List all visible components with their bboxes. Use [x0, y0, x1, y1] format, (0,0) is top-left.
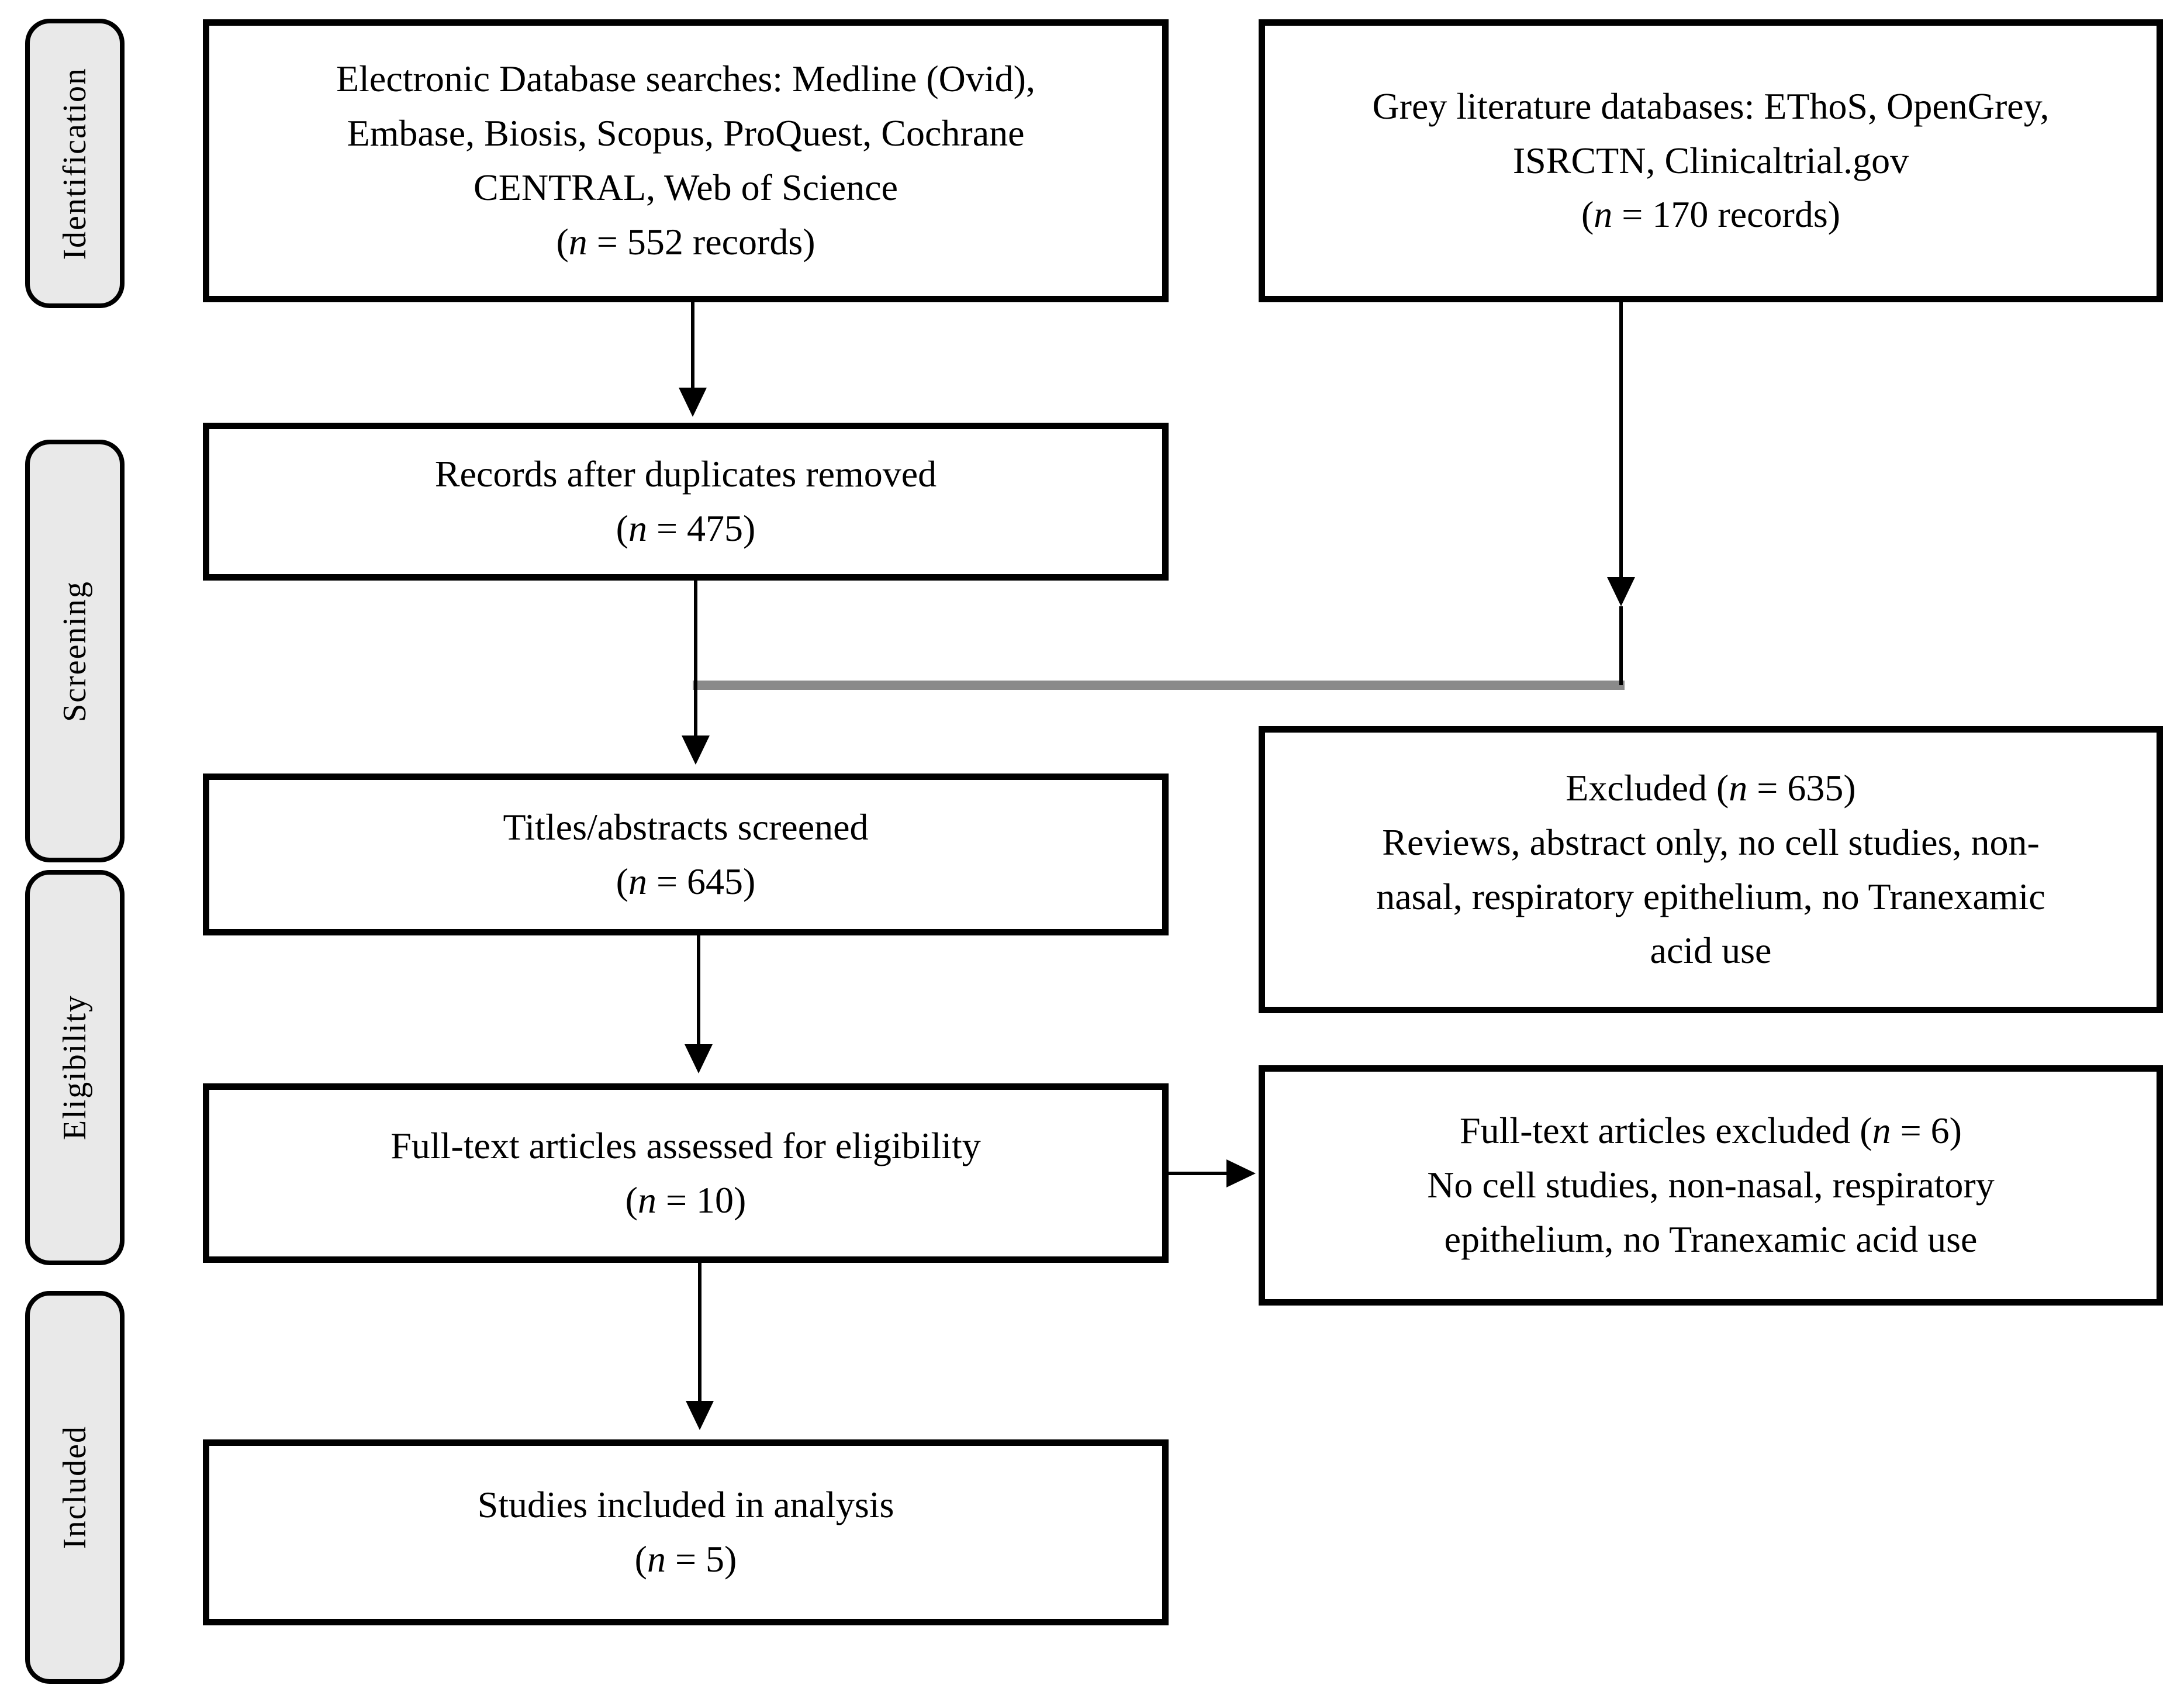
n-symbol: n — [1729, 766, 1748, 809]
stage-identification: Identification — [25, 19, 125, 308]
connector-db-to-duplicates-line — [691, 302, 694, 390]
n-symbol: n — [637, 1179, 656, 1221]
included-studies-text: Studies included in analysis — [477, 1484, 894, 1526]
excluded-title: Excluded (n = 635) — [1566, 766, 1856, 809]
arrowhead-duplicates-to-titles — [682, 735, 710, 765]
stage-included-label: Included — [57, 1425, 93, 1549]
electronic-db-text: Electronic Database searches: Medline (O… — [336, 58, 1035, 208]
connector-duplicates-to-titles-line — [694, 581, 697, 737]
connector-elbow-grey-line — [693, 681, 1625, 690]
titles-screened-count: (n = 645) — [616, 860, 756, 902]
electronic-db-count: (n = 552 records) — [556, 220, 815, 263]
box-excluded: Excluded (n = 635) Reviews, abstract onl… — [1259, 726, 2163, 1013]
grey-literature-count: (n = 170 records) — [1581, 194, 1841, 236]
n-symbol: n — [1872, 1110, 1891, 1152]
stage-eligibility-label: Eligibility — [57, 995, 93, 1141]
connector-grey-lit-tail-line — [1619, 606, 1623, 685]
connector-fulltext-to-included-line — [698, 1263, 701, 1402]
fulltext-assessed-text: Full-text articles assessed for eligibil… — [391, 1124, 981, 1166]
excluded-reasons: Reviews, abstract only, no cell studies,… — [1376, 821, 2045, 972]
stage-screening-label: Screening — [57, 580, 93, 722]
box-electronic-database-searches: Electronic Database searches: Medline (O… — [203, 19, 1169, 302]
connector-grey-lit-down-line — [1619, 302, 1623, 578]
fulltext-assessed-count: (n = 10) — [625, 1179, 747, 1221]
included-studies-count: (n = 5) — [634, 1538, 737, 1580]
n-symbol: n — [1594, 194, 1613, 236]
duplicates-removed-text: Records after duplicates removed — [434, 453, 937, 495]
box-fulltext-assessed: Full-text articles assessed for eligibil… — [203, 1083, 1169, 1263]
box-fulltext-excluded: Full-text articles excluded (n = 6) No c… — [1259, 1065, 2163, 1306]
arrowhead-grey-lit-down — [1607, 577, 1635, 606]
stage-identification-label: Identification — [57, 67, 93, 260]
connector-titles-to-fulltext-line — [697, 935, 700, 1045]
titles-screened-text: Titles/abstracts screened — [503, 806, 869, 848]
box-grey-literature-databases: Grey literature databases: EThoS, OpenGr… — [1259, 19, 2163, 302]
fulltext-excluded-reasons: No cell studies, non-nasal, respiratory … — [1427, 1164, 1995, 1260]
stage-included: Included — [25, 1291, 125, 1684]
n-symbol: n — [647, 1538, 666, 1580]
duplicates-removed-count: (n = 475) — [616, 507, 756, 549]
box-records-after-duplicates-removed: Records after duplicates removed (n = 47… — [203, 423, 1169, 581]
n-symbol: n — [628, 507, 647, 549]
connector-fulltext-to-excluded-line — [1169, 1172, 1229, 1175]
n-symbol: n — [568, 220, 588, 263]
grey-literature-text: Grey literature databases: EThoS, OpenGr… — [1372, 85, 2050, 181]
n-symbol: n — [628, 860, 647, 902]
arrowhead-titles-to-fulltext — [685, 1044, 713, 1073]
stage-eligibility: Eligibility — [25, 870, 125, 1265]
arrowhead-db-to-duplicates — [679, 388, 707, 417]
box-titles-abstracts-screened: Titles/abstracts screened (n = 645) — [203, 774, 1169, 935]
stage-screening: Screening — [25, 440, 125, 862]
fulltext-excluded-title: Full-text articles excluded (n = 6) — [1460, 1110, 1962, 1152]
box-studies-included: Studies included in analysis (n = 5) — [203, 1439, 1169, 1625]
arrowhead-fulltext-to-excluded — [1226, 1159, 1256, 1187]
arrowhead-fulltext-to-included — [686, 1401, 714, 1430]
